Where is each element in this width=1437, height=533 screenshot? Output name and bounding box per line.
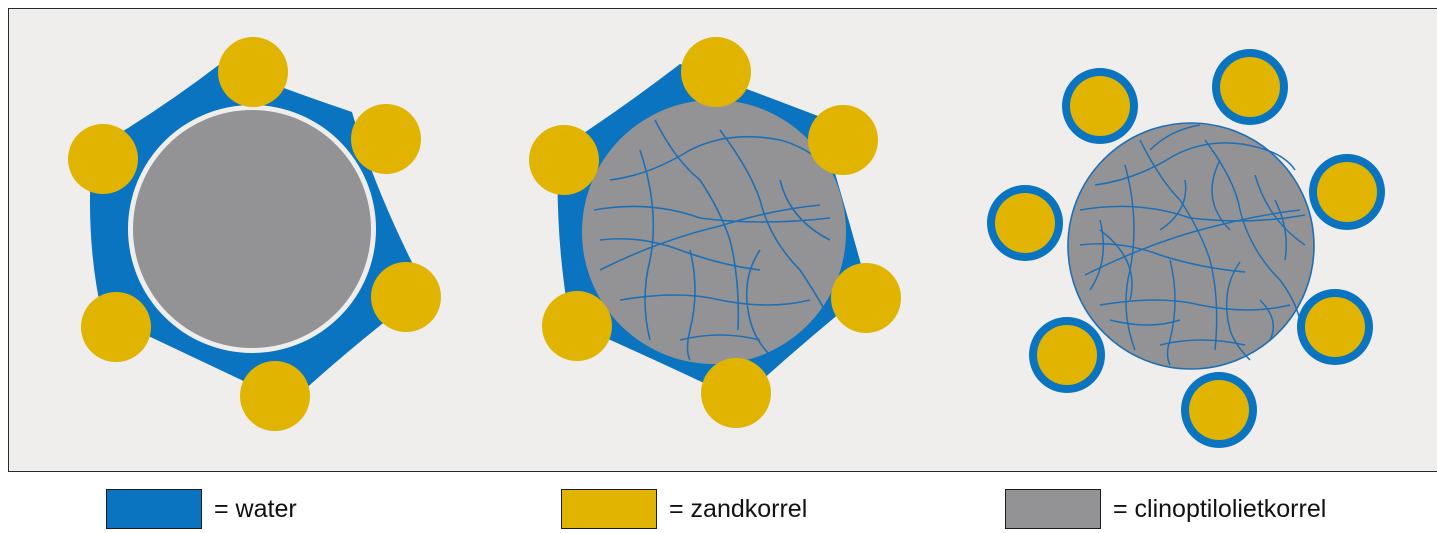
legend-item-clinoptilolite: = clinoptilolietkorrel bbox=[1005, 488, 1326, 530]
coated-sand-grain bbox=[1297, 289, 1373, 365]
clinoptilolite-grain bbox=[582, 100, 846, 364]
coated-sand-grain bbox=[1029, 317, 1105, 393]
sand-grain bbox=[542, 291, 612, 361]
scene-swollen-grain bbox=[529, 37, 901, 428]
legend-label-sand: = zandkorrel bbox=[669, 494, 808, 523]
sand-grain bbox=[81, 292, 151, 362]
coated-sand-grain bbox=[1181, 372, 1257, 448]
coated-sand-grain bbox=[987, 185, 1063, 261]
legend-label-clinoptilolite: = clinoptilolietkorrel bbox=[1113, 494, 1327, 523]
fissure-lines bbox=[593, 119, 831, 361]
sand-grain bbox=[218, 37, 288, 107]
clinoptilolite-grain bbox=[1067, 122, 1315, 370]
legend-item-water: = water bbox=[106, 488, 297, 530]
scene-separated-grains bbox=[987, 49, 1385, 448]
sand-grain bbox=[351, 104, 421, 174]
coated-sand-grain bbox=[1062, 68, 1138, 144]
sand-grain bbox=[529, 125, 599, 195]
legend-label-water: = water bbox=[214, 494, 297, 523]
water-swatch bbox=[106, 489, 202, 529]
sand-grain bbox=[701, 358, 771, 428]
legend-item-sand: = zandkorrel bbox=[561, 488, 807, 530]
sand-grain bbox=[240, 361, 310, 431]
sand-grain bbox=[68, 124, 138, 194]
coated-sand-grain bbox=[1212, 49, 1288, 125]
sand-grain bbox=[371, 262, 441, 332]
sand-swatch bbox=[561, 489, 657, 529]
clinoptilolite-grain bbox=[133, 110, 371, 348]
scene-dry-grain bbox=[68, 37, 441, 431]
fissure-lines bbox=[1079, 124, 1306, 366]
coated-sand-grain bbox=[1309, 154, 1385, 230]
sand-grain bbox=[831, 263, 901, 333]
sand-grain bbox=[681, 37, 751, 107]
sand-grain bbox=[808, 105, 878, 175]
clinoptilolite-swatch bbox=[1005, 489, 1101, 529]
diagram-canvas bbox=[68, 37, 1385, 448]
